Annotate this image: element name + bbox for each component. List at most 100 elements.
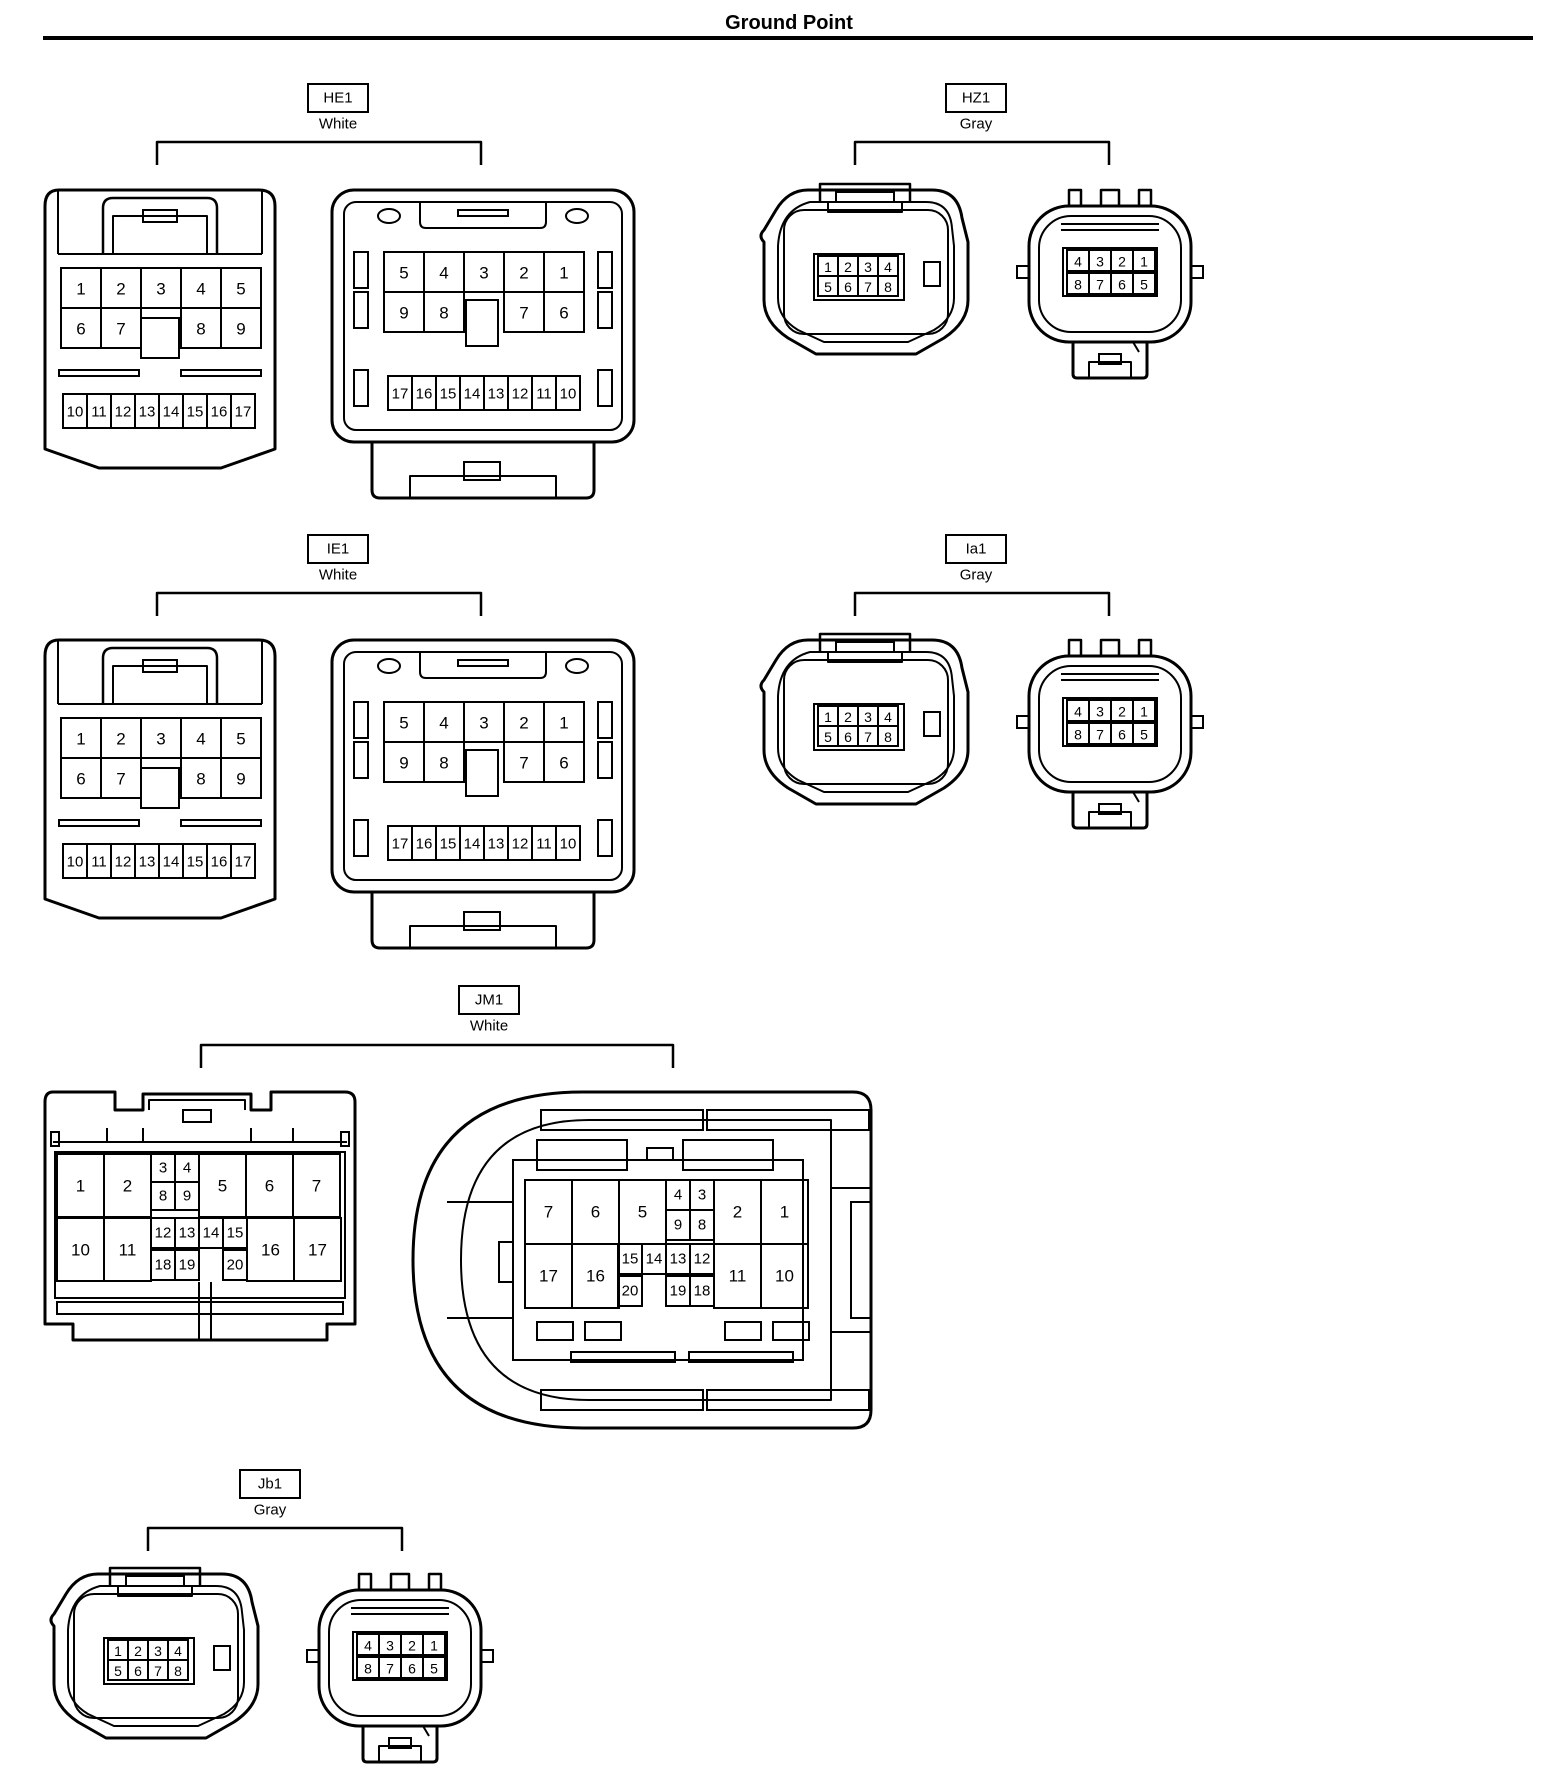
pin-number: 9 bbox=[674, 1217, 682, 1234]
pin-number: 8 bbox=[196, 320, 205, 339]
pin-number: 7 bbox=[386, 1661, 394, 1677]
pin-number: 1 bbox=[824, 709, 832, 725]
pin-number: 20 bbox=[227, 1257, 244, 1274]
housing-outline bbox=[1038, 665, 1182, 783]
side-key bbox=[597, 369, 613, 407]
pin-number: 10 bbox=[560, 836, 577, 853]
pin-number: 1 bbox=[824, 259, 832, 275]
pin-number: 3 bbox=[864, 709, 872, 725]
pin-number: 7 bbox=[1096, 727, 1104, 743]
pin-number: 7 bbox=[116, 320, 125, 339]
outline-line bbox=[1132, 791, 1140, 803]
pin-number: 10 bbox=[71, 1241, 90, 1260]
housing-outline bbox=[155, 591, 483, 616]
pin-number: 11 bbox=[91, 404, 107, 421]
latch bbox=[646, 1147, 674, 1161]
pin-number: 11 bbox=[536, 386, 552, 403]
pin-number: 19 bbox=[670, 1283, 687, 1300]
pin-cell bbox=[422, 1633, 446, 1656]
housing-outline bbox=[43, 638, 277, 920]
side-key bbox=[597, 251, 613, 289]
housing-outline bbox=[357, 1572, 373, 1590]
pin-cell bbox=[760, 1243, 809, 1309]
pin-number: 3 bbox=[698, 1187, 706, 1204]
pin-number: 5 bbox=[114, 1663, 122, 1679]
pin-cell bbox=[167, 1659, 189, 1681]
pin-cell bbox=[1132, 699, 1156, 722]
pin-cell bbox=[1132, 249, 1156, 272]
housing-outline bbox=[148, 1099, 246, 1110]
pin-number: 2 bbox=[844, 259, 852, 275]
pin-number: 2 bbox=[519, 714, 528, 733]
divider-bar bbox=[58, 369, 140, 377]
pin-number: 11 bbox=[729, 1267, 747, 1286]
pin-number: 8 bbox=[196, 770, 205, 789]
rail bbox=[688, 1351, 794, 1363]
connector-color: White bbox=[319, 116, 357, 133]
housing-outline bbox=[783, 659, 949, 785]
connector-code-box bbox=[945, 534, 1007, 564]
pin-number: 3 bbox=[864, 259, 872, 275]
housing-outline bbox=[67, 1585, 245, 1727]
housing-outline bbox=[389, 1572, 411, 1590]
latch-slot bbox=[835, 641, 895, 653]
housing-outline bbox=[1099, 638, 1121, 656]
housing-outline bbox=[827, 652, 903, 663]
lock-bar bbox=[850, 1201, 872, 1319]
pin-number: 11 bbox=[91, 854, 107, 871]
connector-color: Gray bbox=[254, 1502, 287, 1519]
pin-number: 4 bbox=[364, 1638, 372, 1654]
latch bbox=[463, 911, 501, 931]
pin-cell bbox=[543, 741, 585, 783]
connector-color: Gray bbox=[960, 567, 993, 584]
pin-number: 9 bbox=[236, 770, 245, 789]
pin-number: 3 bbox=[386, 1638, 394, 1654]
slot bbox=[536, 1321, 574, 1341]
divider-bar bbox=[58, 819, 140, 827]
housing-outline bbox=[343, 651, 623, 881]
pin-number: 4 bbox=[884, 709, 892, 725]
connector-code-box bbox=[307, 83, 369, 113]
side-key bbox=[353, 701, 369, 739]
pin-number: 14 bbox=[464, 386, 481, 403]
pin-number: 12 bbox=[115, 854, 132, 871]
side-key bbox=[353, 369, 369, 407]
pin-number: 2 bbox=[844, 709, 852, 725]
pin-number: 7 bbox=[312, 1177, 321, 1196]
pin-number: 6 bbox=[76, 320, 85, 339]
pin-number: 12 bbox=[115, 404, 132, 421]
housing-outline bbox=[409, 475, 557, 498]
pin-number: 1 bbox=[76, 730, 85, 749]
connector-color: White bbox=[470, 1018, 508, 1035]
pin-cell bbox=[1132, 722, 1156, 745]
housing-outline bbox=[777, 201, 955, 343]
housing-outline bbox=[108, 1566, 202, 1586]
pin-number: 15 bbox=[440, 836, 457, 853]
latch-slot bbox=[457, 659, 509, 667]
pin-number: 2 bbox=[733, 1203, 742, 1222]
housing-outline bbox=[419, 202, 547, 229]
pin-number: 14 bbox=[464, 836, 481, 853]
pin-number: 9 bbox=[236, 320, 245, 339]
pin-number: 18 bbox=[155, 1257, 172, 1274]
housing-outline bbox=[199, 1043, 675, 1068]
housing-outline bbox=[1099, 188, 1121, 206]
latch-tab bbox=[498, 1241, 514, 1283]
pin-number: 3 bbox=[1096, 704, 1104, 720]
housing-outline bbox=[43, 188, 277, 470]
housing-outline bbox=[330, 188, 636, 444]
side-tab bbox=[1190, 715, 1204, 729]
pin-number: 1 bbox=[780, 1203, 789, 1222]
pin-cell bbox=[230, 843, 256, 879]
pin-number: 8 bbox=[1074, 727, 1082, 743]
pin-number: 2 bbox=[1118, 254, 1126, 270]
pin-number: 7 bbox=[116, 770, 125, 789]
mount-hole bbox=[377, 658, 401, 674]
polarity-key bbox=[923, 711, 941, 737]
housing-outline bbox=[73, 1593, 239, 1719]
pin-number: 15 bbox=[187, 404, 204, 421]
